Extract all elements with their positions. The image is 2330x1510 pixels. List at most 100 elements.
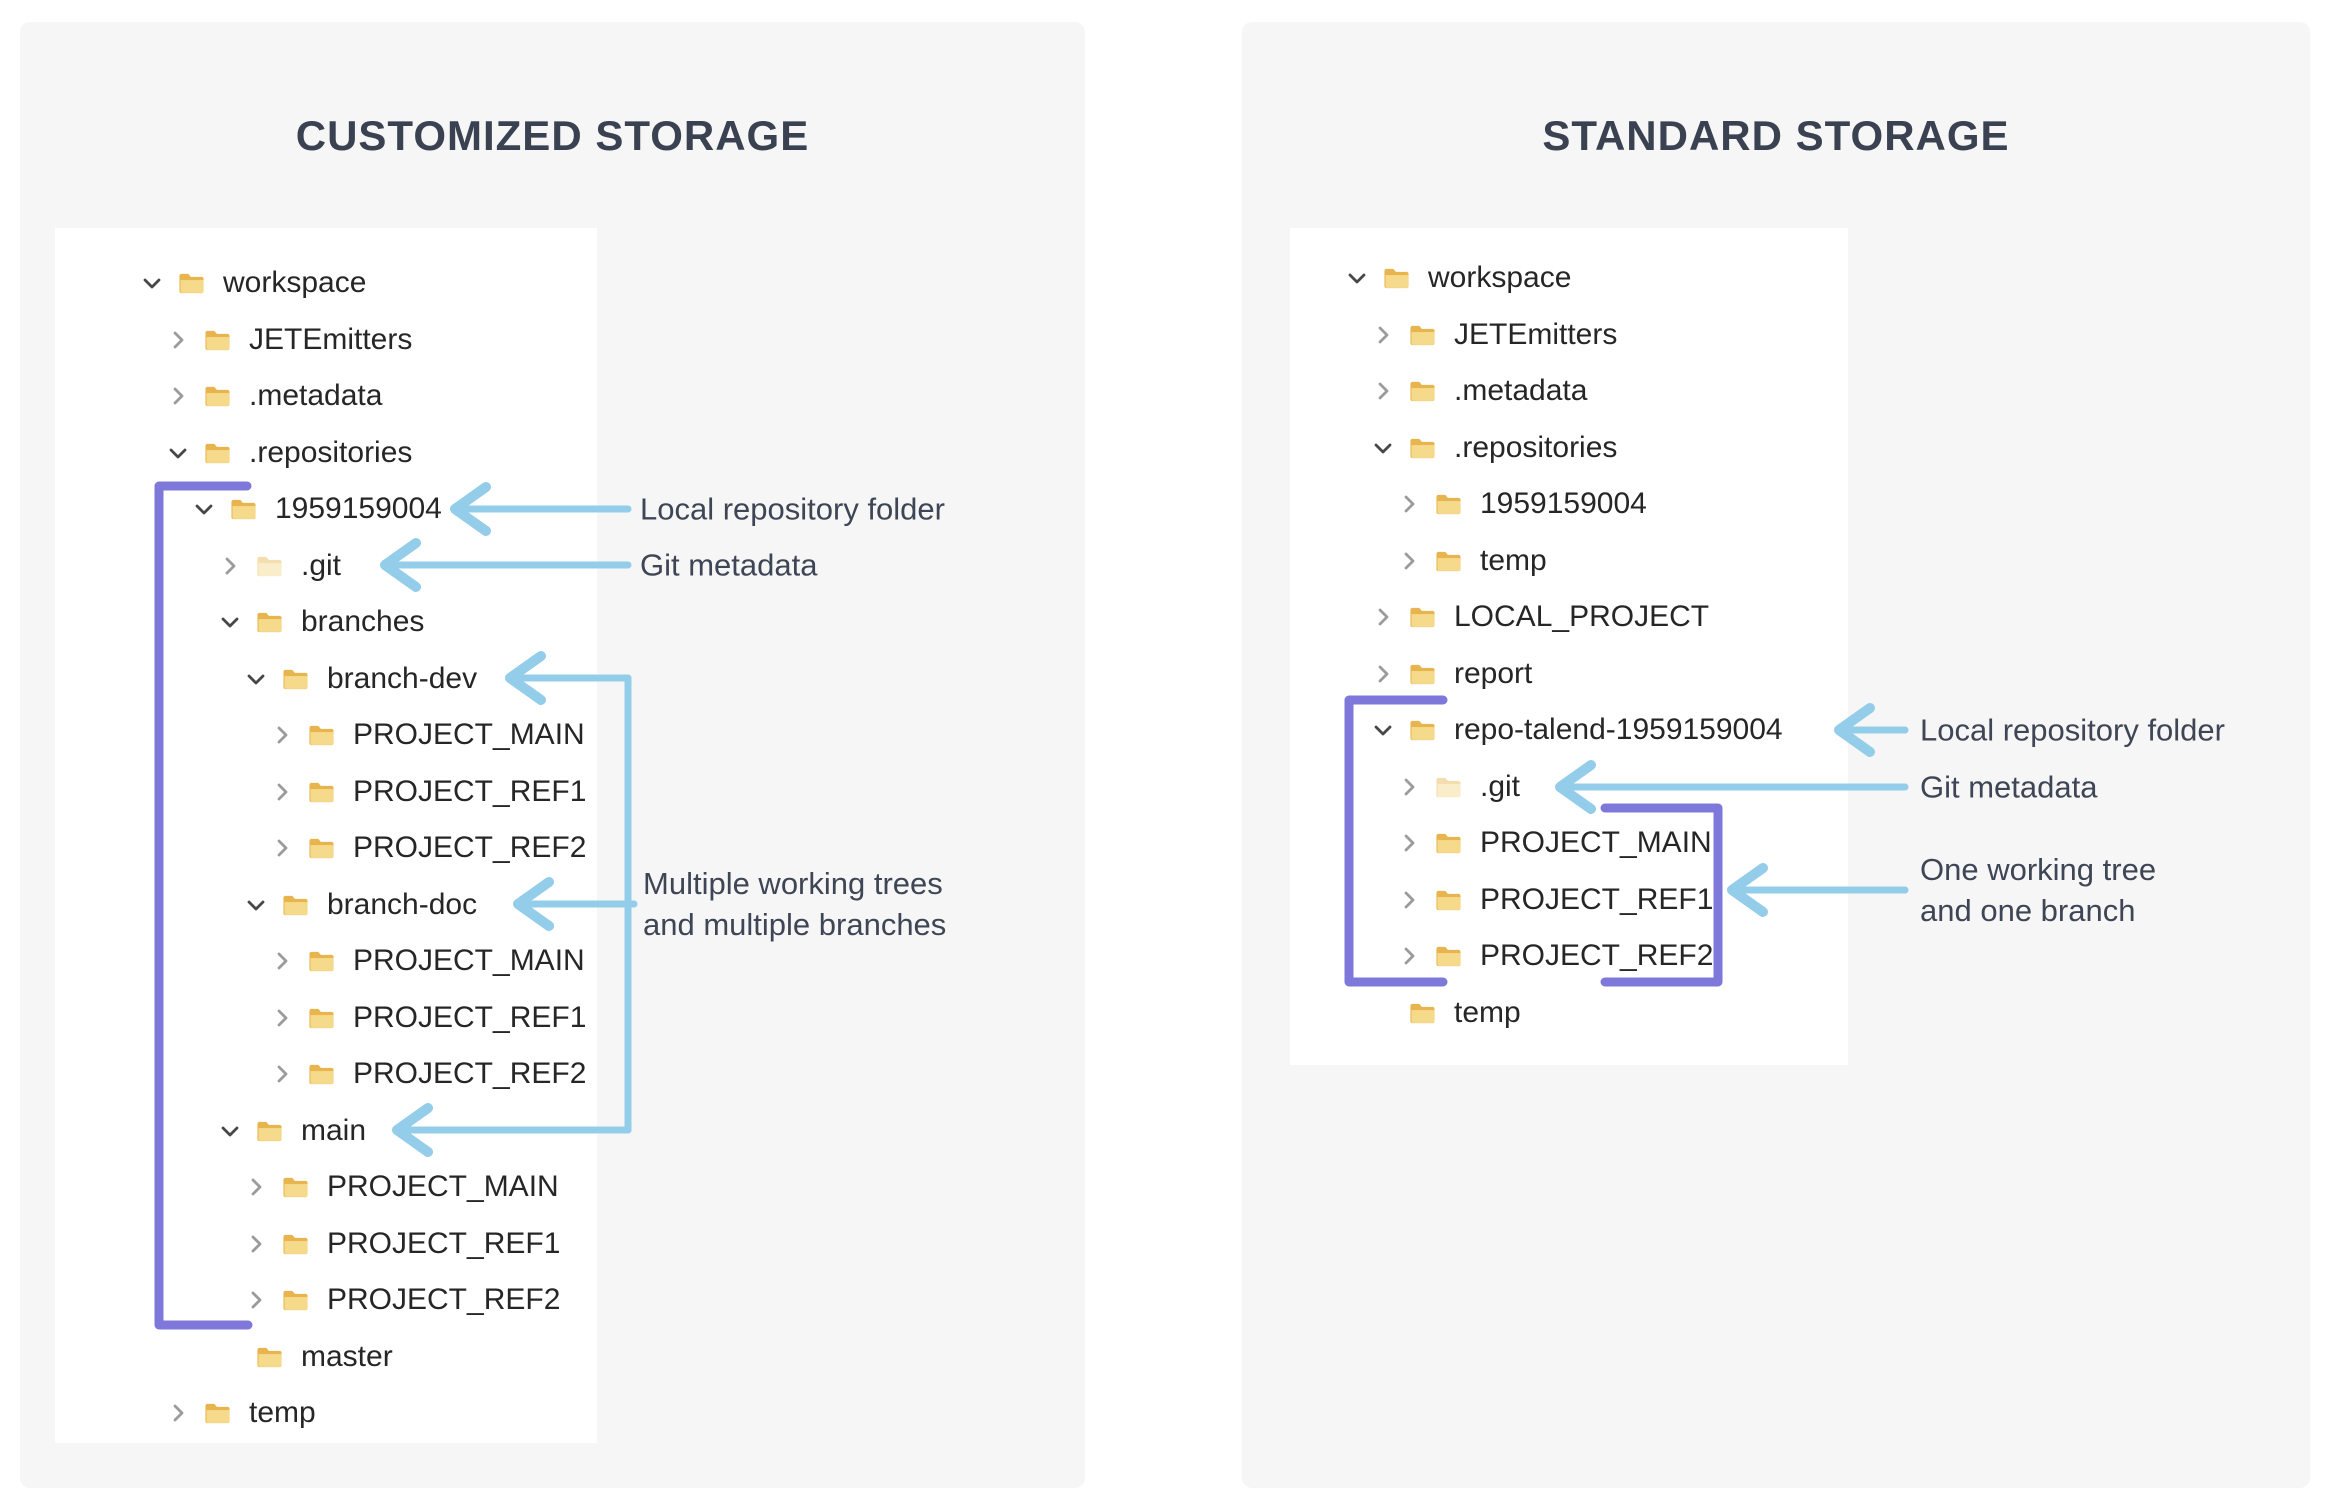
tree-row[interactable]: PROJECT_MAIN	[55, 707, 597, 764]
folder-icon	[308, 780, 335, 804]
tree-row[interactable]: branches	[55, 594, 597, 651]
tree-row[interactable]: PROJECT_REF2	[55, 1046, 597, 1103]
note-local-repo-left: Local repository folder	[640, 491, 945, 527]
chevron-right-icon[interactable]	[244, 1232, 268, 1256]
note-one-working-tree: One working tree and one branch	[1920, 849, 2156, 931]
chevron-down-icon[interactable]	[1371, 436, 1395, 460]
chevron-right-icon[interactable]	[270, 1062, 294, 1086]
folder-icon	[204, 384, 231, 408]
folder-icon	[1409, 323, 1436, 347]
chevron-right-icon[interactable]	[270, 836, 294, 860]
folder-icon	[282, 1232, 309, 1256]
tree-row[interactable]: branch-dev	[55, 651, 597, 708]
chevron-right-icon[interactable]	[244, 1288, 268, 1312]
chevron-right-icon[interactable]	[166, 328, 190, 352]
tree-row[interactable]: PROJECT_REF2	[55, 1272, 597, 1329]
tree-row[interactable]: main	[55, 1103, 597, 1160]
tree-row[interactable]: .metadata	[1290, 363, 1848, 420]
tree-row[interactable]: report	[1290, 646, 1848, 703]
tree-row[interactable]: .git	[55, 538, 597, 595]
tree-item-label: branches	[301, 605, 425, 639]
folder-icon	[1409, 436, 1436, 460]
tree-row[interactable]: PROJECT_REF1	[1290, 872, 1848, 929]
tree-row[interactable]: PROJECT_MAIN	[55, 1159, 597, 1216]
chevron-down-icon[interactable]	[244, 893, 268, 917]
tree-item-label: temp	[1480, 543, 1547, 577]
chevron-down-icon[interactable]	[166, 441, 190, 465]
chevron-right-icon[interactable]	[1371, 605, 1395, 629]
tree-item-label: PROJECT_REF2	[1480, 939, 1714, 973]
chevron-right-icon[interactable]	[1371, 379, 1395, 403]
chevron-down-icon[interactable]	[192, 497, 216, 521]
tree-row[interactable]: PROJECT_MAIN	[1290, 815, 1848, 872]
tree-item-label: JETEmitters	[249, 322, 413, 356]
chevron-right-icon[interactable]	[1397, 831, 1421, 855]
chevron-down-icon[interactable]	[1371, 718, 1395, 742]
tree-row[interactable]: JETEmitters	[1290, 307, 1848, 364]
tree-item-label: PROJECT_REF2	[327, 1283, 561, 1317]
chevron-right-icon[interactable]	[166, 384, 190, 408]
tree-row[interactable]: PROJECT_REF1	[55, 990, 597, 1047]
chevron-right-icon[interactable]	[270, 1006, 294, 1030]
chevron-right-icon[interactable]	[1397, 775, 1421, 799]
tree-item-label: LOCAL_PROJECT	[1454, 600, 1710, 634]
chevron-right-icon[interactable]	[1397, 549, 1421, 573]
tree-row[interactable]: .repositories	[55, 425, 597, 482]
chevron-right-icon[interactable]	[166, 1401, 190, 1425]
tree-row[interactable]: master	[55, 1329, 597, 1386]
tree-row[interactable]: 1959159004	[1290, 476, 1848, 533]
tree-item-label: PROJECT_REF1	[353, 774, 587, 808]
tree-row[interactable]: PROJECT_REF2	[1290, 928, 1848, 985]
tree-row[interactable]: workspace	[55, 255, 597, 312]
chevron-right-icon[interactable]	[1397, 944, 1421, 968]
folder-icon	[1409, 605, 1436, 629]
chevron-right-icon[interactable]	[1397, 492, 1421, 516]
folder-icon	[256, 610, 283, 634]
tree-row[interactable]: LOCAL_PROJECT	[1290, 589, 1848, 646]
chevron-right-icon[interactable]	[1371, 662, 1395, 686]
folder-icon	[282, 1175, 309, 1199]
tree-row[interactable]: temp	[1290, 985, 1848, 1042]
tree-item-label: temp	[1454, 995, 1521, 1029]
chevron-down-icon[interactable]	[1345, 266, 1369, 290]
folder-icon	[1435, 831, 1462, 855]
tree-row[interactable]: temp	[1290, 533, 1848, 590]
chevron-right-icon[interactable]	[270, 949, 294, 973]
folder-icon	[230, 497, 257, 521]
chevron-right-icon[interactable]	[270, 780, 294, 804]
tree-row[interactable]: repo-talend-1959159004	[1290, 702, 1848, 759]
chevron-down-icon[interactable]	[218, 1119, 242, 1143]
tree-row[interactable]: .metadata	[55, 368, 597, 425]
chevron-spacer	[218, 1345, 242, 1369]
chevron-right-icon[interactable]	[1397, 888, 1421, 912]
chevron-right-icon[interactable]	[244, 1175, 268, 1199]
chevron-down-icon[interactable]	[218, 610, 242, 634]
tree-row[interactable]: 1959159004	[55, 481, 597, 538]
folder-icon	[282, 667, 309, 691]
chevron-right-icon[interactable]	[270, 723, 294, 747]
chevron-down-icon[interactable]	[140, 271, 164, 295]
tree-row[interactable]: PROJECT_MAIN	[55, 933, 597, 990]
tree-row[interactable]: branch-doc	[55, 877, 597, 934]
note-line: Multiple working trees	[643, 866, 943, 901]
tree-item-label: branch-doc	[327, 887, 478, 921]
tree-row[interactable]: .git	[1290, 759, 1848, 816]
folder-icon	[1435, 492, 1462, 516]
folder-icon	[256, 1345, 283, 1369]
tree-row[interactable]: PROJECT_REF1	[55, 1216, 597, 1273]
folder-icon	[308, 1062, 335, 1086]
chevron-right-icon[interactable]	[218, 554, 242, 578]
chevron-right-icon[interactable]	[1371, 323, 1395, 347]
tree-row[interactable]: workspace	[1290, 250, 1848, 307]
tree-row[interactable]: JETEmitters	[55, 312, 597, 369]
tree-row[interactable]: PROJECT_REF2	[55, 820, 597, 877]
tree-row[interactable]: PROJECT_REF1	[55, 764, 597, 821]
tree-item-label: PROJECT_REF1	[327, 1226, 561, 1260]
note-line: and one branch	[1920, 893, 2136, 928]
chevron-down-icon[interactable]	[244, 667, 268, 691]
note-line: and multiple branches	[643, 907, 947, 942]
folder-icon	[1409, 379, 1436, 403]
tree-row[interactable]: temp	[55, 1385, 597, 1442]
tree-row[interactable]: .repositories	[1290, 420, 1848, 477]
